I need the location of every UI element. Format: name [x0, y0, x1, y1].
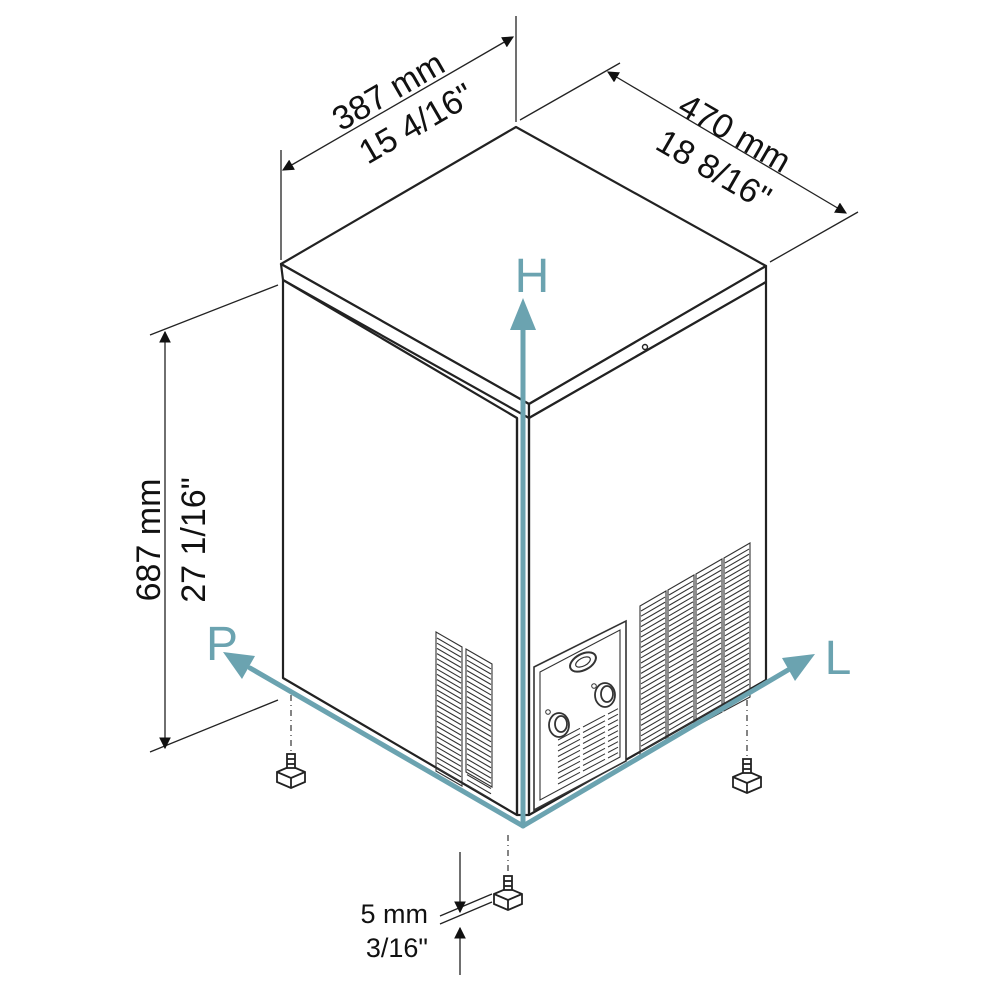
foot-right: [732, 758, 762, 794]
height-metric-text: 687 mm: [130, 479, 168, 602]
foot-adjust-imperial-text: 3/16": [366, 933, 428, 963]
left-vent-grille: [435, 631, 493, 800]
foot-adjust-metric-text: 5 mm: [361, 899, 429, 929]
axis-p-arrowhead: [223, 652, 255, 679]
foot-left: [276, 753, 306, 789]
axis-p-line: [247, 665, 526, 829]
orientation-axes: [223, 298, 815, 829]
axis-p-label: P: [206, 618, 238, 671]
width-dimension-label: 387 mm 15 4/16": [326, 44, 480, 171]
axis-l-line: [520, 667, 791, 829]
feet: [276, 753, 762, 911]
axis-h-label: H: [515, 250, 550, 303]
service-panel: [533, 619, 627, 812]
depth-dimension-label: 470 mm 18 8/16": [650, 86, 798, 217]
water-inlet-fitting: [548, 712, 570, 738]
depth-dimension-arrow: [606, 71, 848, 214]
foot-front: [493, 875, 523, 911]
drain-fitting: [594, 682, 616, 708]
cabinet-screw: [641, 343, 649, 351]
axis-h-arrowhead: [510, 298, 536, 330]
axis-l-arrowhead: [782, 654, 815, 681]
height-imperial-text: 27 1/16": [175, 477, 213, 603]
width-dimension-arrow: [281, 36, 515, 171]
foot-centerlines: [290, 695, 748, 873]
dimension-lines: [149, 16, 859, 975]
axis-l-label: L: [825, 632, 852, 685]
height-dimension-label: 687 mm 27 1/16": [130, 477, 213, 603]
